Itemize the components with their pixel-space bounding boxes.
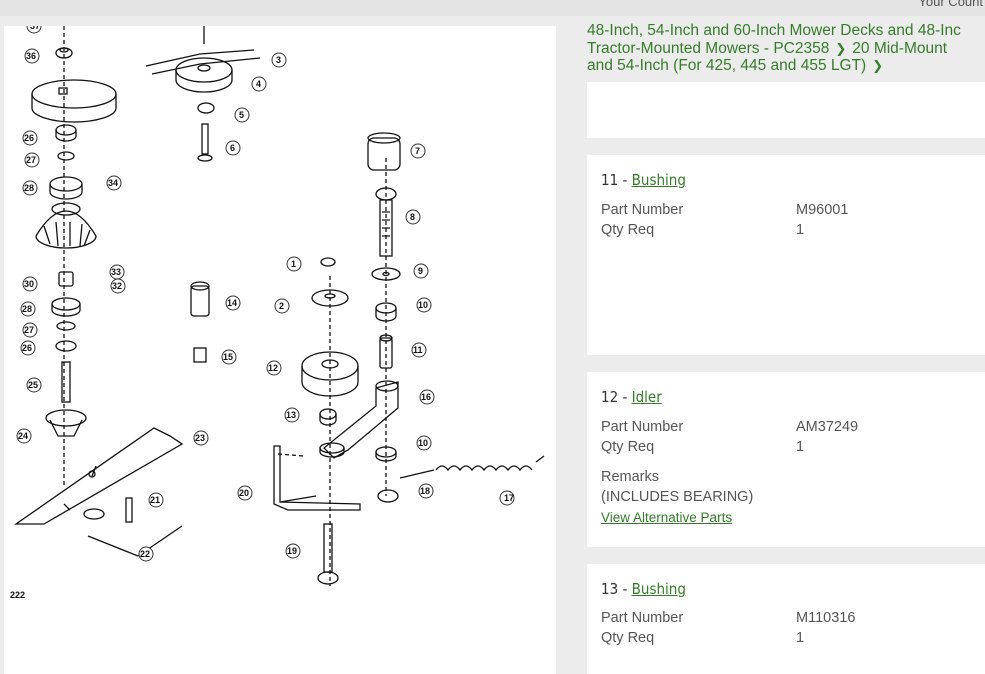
part-name-link[interactable]: Idler — [631, 388, 662, 406]
chevron-right-icon: ❯ — [872, 58, 884, 73]
svg-text:33: 33 — [111, 267, 121, 277]
part-heading: 11 - Bushing — [601, 171, 686, 189]
breadcrumb: 48-Inch, 54-Inch and 60-Inch Mower Decks… — [587, 22, 985, 75]
svg-text:11: 11 — [413, 345, 423, 355]
part-name-link[interactable]: Bushing — [631, 580, 686, 598]
remarks-label: Remarks — [601, 469, 660, 485]
chevron-right-icon: ❯ — [835, 40, 847, 56]
part-name-link[interactable]: Bushing — [631, 171, 686, 189]
qty-label: Qty Req — [601, 630, 655, 646]
part-card-13: 13 - Bushing Part Number M110316 Qty Req… — [587, 564, 985, 674]
svg-text:32: 32 — [112, 281, 122, 291]
part-number-value: M96001 — [796, 202, 849, 218]
part-card-12: 12 - Idler Part Number AM37249 Qty Req 1… — [587, 372, 985, 547]
svg-text:36: 36 — [26, 51, 36, 61]
svg-text:1: 1 — [291, 259, 296, 269]
svg-text:18: 18 — [420, 486, 430, 496]
remarks-value: (INCLUDES BEARING) — [601, 489, 754, 505]
breadcrumb-link-decks[interactable]: 48-Inch, 54-Inch and 60-Inch Mower Decks… — [587, 22, 961, 39]
breadcrumb-link-lgt[interactable]: and 54-Inch (For 425, 445 and 455 LGT) — [587, 57, 867, 74]
svg-text:20: 20 — [239, 488, 249, 498]
qty-value: 1 — [796, 222, 805, 238]
svg-text:19: 19 — [287, 546, 297, 556]
svg-text:24: 24 — [18, 431, 28, 441]
part-number-label: Part Number — [601, 419, 684, 435]
svg-text:13: 13 — [286, 410, 296, 420]
svg-text:21: 21 — [150, 495, 160, 505]
svg-text:17: 17 — [504, 493, 514, 503]
svg-text:27: 27 — [26, 155, 36, 165]
svg-text:16: 16 — [421, 392, 431, 402]
svg-text:8: 8 — [410, 212, 415, 222]
svg-text:3: 3 — [276, 55, 281, 65]
svg-text:26: 26 — [22, 343, 32, 353]
svg-text:37: 37 — [30, 26, 40, 31]
diagram-corner-label: 222 — [10, 590, 25, 600]
part-number-label: Part Number — [601, 610, 684, 626]
svg-text:14: 14 — [227, 298, 237, 308]
svg-text:4: 4 — [256, 79, 261, 89]
svg-text:10: 10 — [418, 300, 428, 310]
part-pulley-left — [31, 79, 117, 109]
svg-text:5: 5 — [239, 110, 244, 120]
svg-text:30: 30 — [24, 279, 34, 289]
qty-label: Qty Req — [601, 439, 655, 455]
view-alternative-parts-link[interactable]: View Alternative Parts — [601, 510, 733, 525]
breadcrumb-link-mid-mount[interactable]: 20 Mid-Mount — [852, 39, 948, 57]
qty-value: 1 — [796, 439, 805, 455]
svg-text:12: 12 — [268, 363, 278, 373]
svg-text:2: 2 — [279, 301, 284, 311]
country-selector[interactable]: Your Count — [918, 0, 983, 9]
qty-value: 1 — [796, 630, 805, 646]
qty-label: Qty Req — [601, 222, 655, 238]
breadcrumb-link-pc2358[interactable]: Tractor-Mounted Mowers - PC2358 — [587, 39, 830, 57]
top-bar: Your Count — [0, 0, 985, 16]
part-heading: 12 - Idler — [601, 388, 662, 406]
part-number-label: Part Number — [601, 202, 684, 218]
svg-text:15: 15 — [223, 352, 233, 362]
svg-text:28: 28 — [24, 183, 34, 193]
part-card-11: 11 - Bushing Part Number M96001 Qty Req … — [587, 155, 985, 355]
svg-text:26: 26 — [24, 133, 34, 143]
svg-text:6: 6 — [230, 143, 235, 153]
part-number-value: M110316 — [796, 610, 856, 626]
svg-text:7: 7 — [415, 146, 420, 156]
part-heading: 13 - Bushing — [601, 580, 686, 598]
svg-text:9: 9 — [418, 266, 423, 276]
svg-text:23: 23 — [195, 433, 205, 443]
part-card-previous — [587, 82, 985, 138]
svg-text:25: 25 — [28, 380, 38, 390]
svg-text:27: 27 — [24, 325, 34, 335]
svg-text:10: 10 — [418, 438, 428, 448]
svg-text:34: 34 — [108, 178, 118, 188]
part-number-value: AM37249 — [796, 419, 859, 435]
svg-text:22: 22 — [140, 549, 150, 559]
svg-text:28: 28 — [22, 304, 32, 314]
